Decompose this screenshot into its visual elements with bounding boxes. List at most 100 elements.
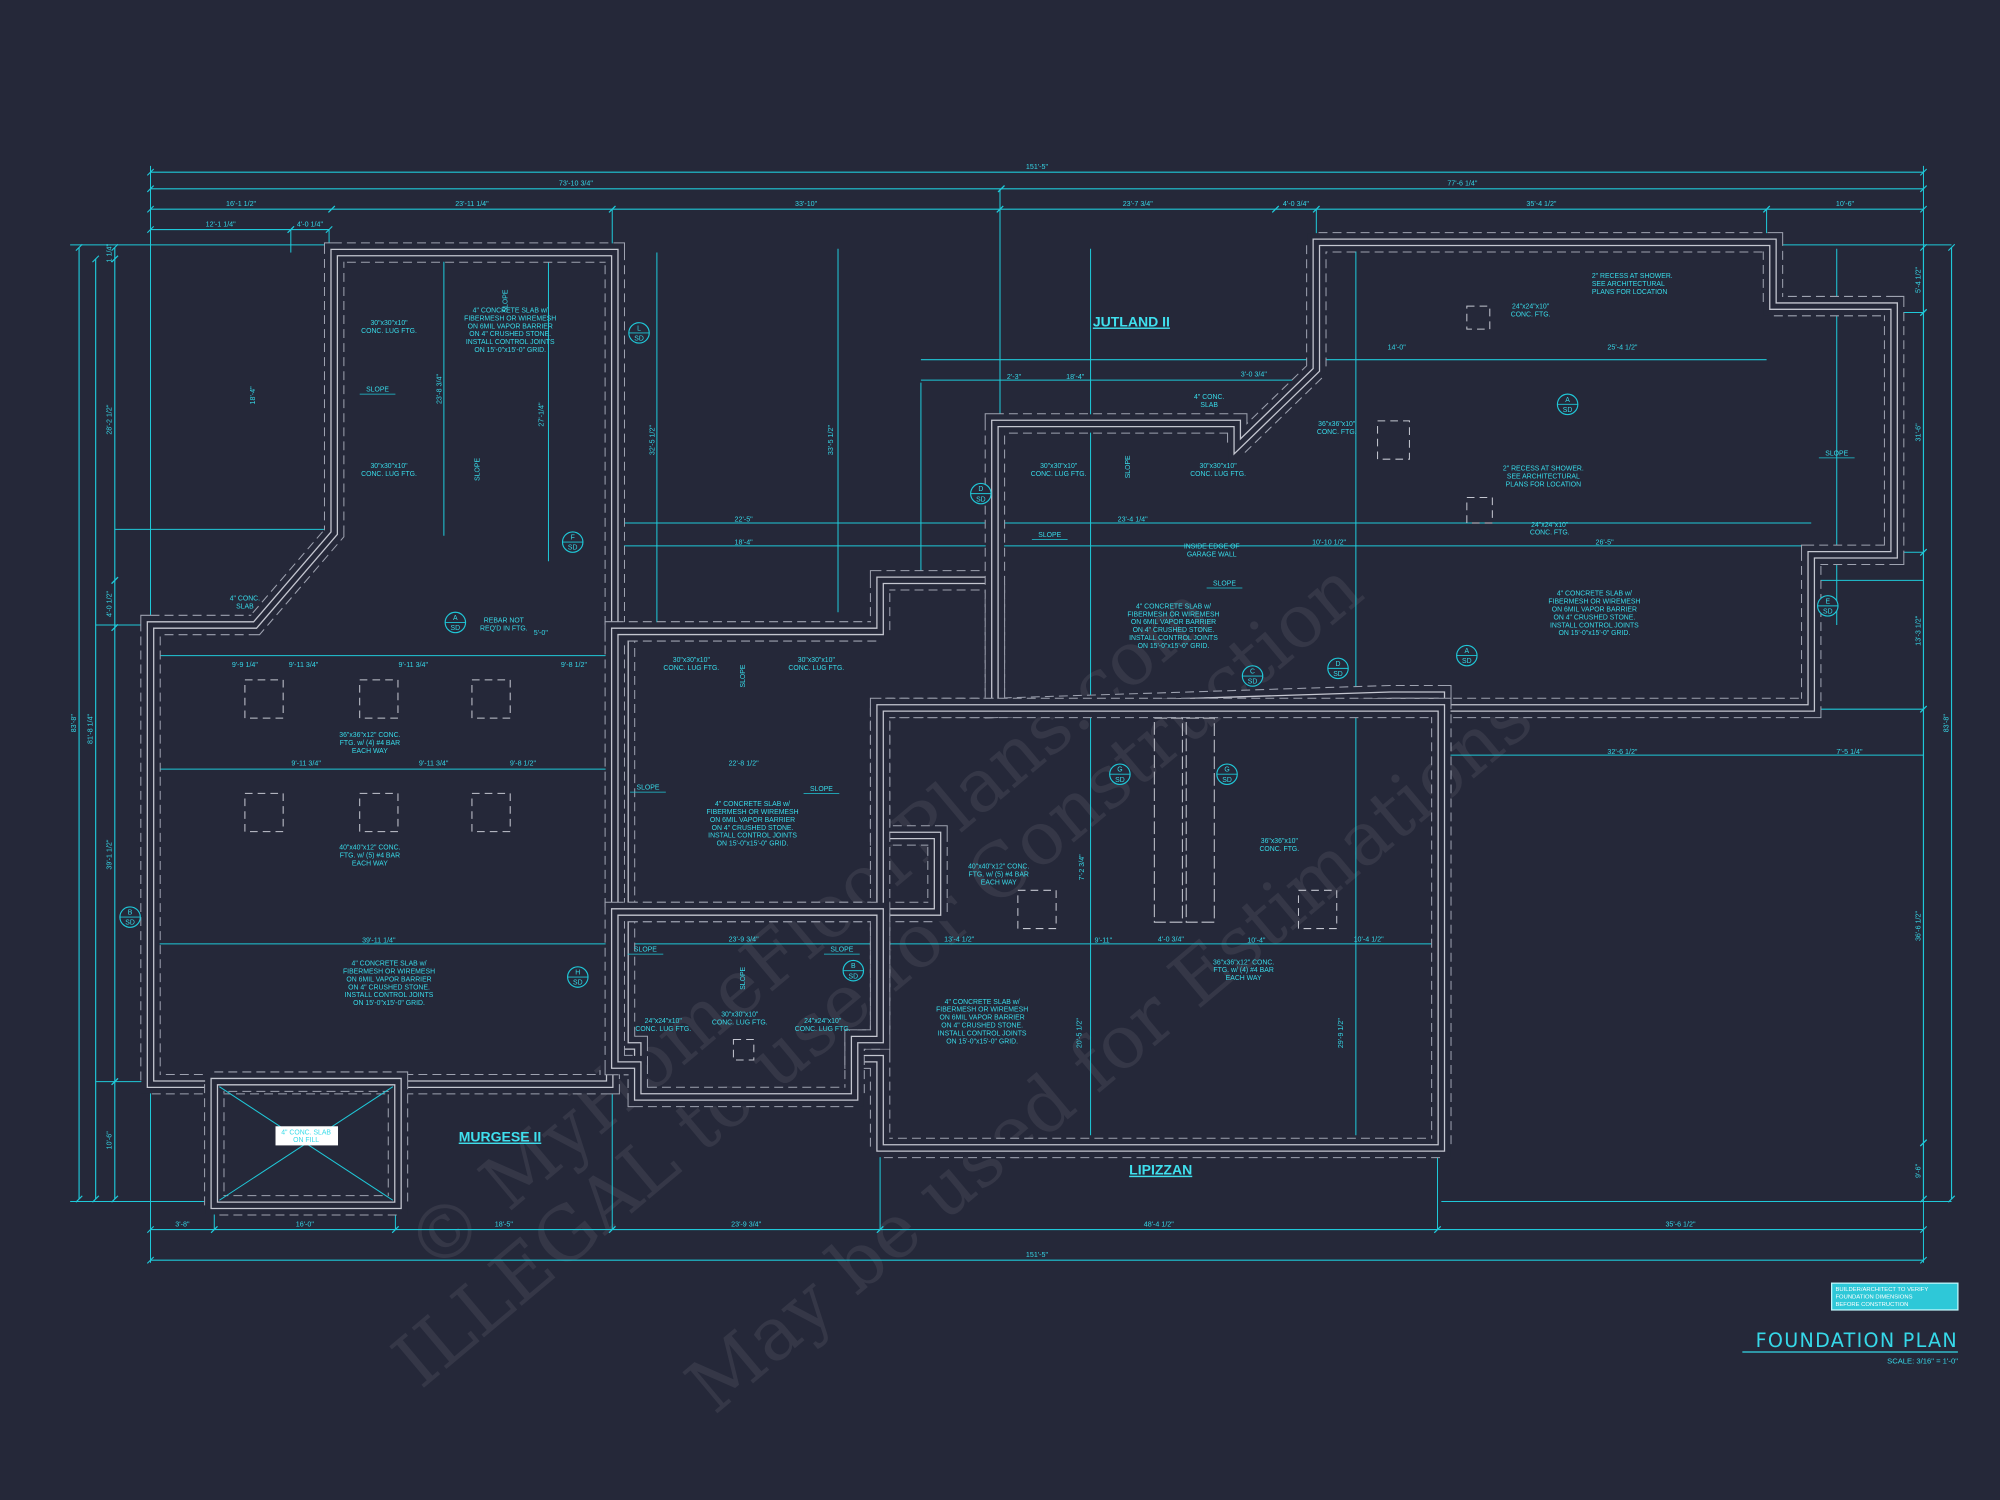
section-marker-letter: H bbox=[575, 969, 580, 976]
interior-dimension-label: 25'-4 1/2" bbox=[1607, 343, 1638, 351]
interior-dimension-label: 18'-4" bbox=[1066, 373, 1085, 381]
note-line: INSTALL CONTROL JOINTS bbox=[708, 833, 797, 840]
dimension-tick bbox=[1919, 1139, 1928, 1147]
note-line: FTG. w/ (5) #4 BAR bbox=[340, 852, 400, 859]
note: 4" CONCRETE SLAB w/FIBERMESH OR WIREMESH… bbox=[936, 999, 1028, 1046]
slope-label: SLOPE bbox=[636, 785, 659, 792]
section-marker-letter: L bbox=[637, 325, 641, 332]
note-line: ON 15'-0"x15'-0" GRID. bbox=[353, 1000, 425, 1007]
note-line: CONC. LUG FTG. bbox=[361, 471, 417, 478]
column-footing bbox=[471, 792, 511, 833]
note-line: FTG. w/ (4) #4 BAR bbox=[1213, 967, 1273, 974]
note: 30"x30"x10"CONC. LUG FTG. bbox=[1190, 463, 1246, 478]
note-line: 36"x36"x10" bbox=[1261, 838, 1299, 845]
section-marker-letter: C bbox=[1250, 668, 1255, 675]
dimension-tick bbox=[608, 205, 616, 213]
note-line: EACH WAY bbox=[1226, 975, 1262, 982]
dimension-label: 16'-0" bbox=[296, 1220, 315, 1228]
interior-dimension-label: 22'-5" bbox=[735, 516, 754, 524]
note-line: FTG. w/ (5) #4 BAR bbox=[969, 872, 1029, 879]
dimension-tick bbox=[996, 205, 1004, 213]
interior-dimension-label: 4'-0 3/4" bbox=[1158, 935, 1185, 943]
dimension-tick bbox=[1919, 243, 1928, 252]
note-line: EACH WAY bbox=[981, 879, 1017, 886]
note-line: REQ'D IN FTG. bbox=[480, 625, 528, 632]
note-line: CONC. LUG FTG. bbox=[712, 1019, 768, 1026]
dimension-tick bbox=[1919, 168, 1928, 176]
dimension-tick bbox=[1762, 205, 1771, 213]
note: 30"x30"x10"CONC. LUG FTG. bbox=[361, 463, 417, 478]
dimension-tick bbox=[1919, 1256, 1928, 1264]
note-line: FIBERMESH OR WIREMESH bbox=[936, 1007, 1028, 1014]
dimension-tick bbox=[997, 185, 1005, 193]
dimension-tick bbox=[146, 205, 155, 213]
note-line: ON 15'-0"x15'-0" GRID. bbox=[1559, 630, 1631, 637]
section-marker-letter: B bbox=[128, 910, 133, 917]
note-line: CONC. LUG FTG. bbox=[361, 328, 417, 335]
interior-dimension-label: 9'-11 3/4" bbox=[291, 759, 321, 767]
note-line: CONC. LUG FTG. bbox=[1190, 471, 1246, 478]
verify-note-line-3: BEFORE CONSTRUCTION bbox=[1835, 1302, 1908, 1308]
slope-label: SLOPE bbox=[830, 947, 853, 954]
column-footing bbox=[244, 792, 284, 833]
note-line: SLAB bbox=[1200, 402, 1218, 409]
interior-dimension-label: 10'-4" bbox=[1247, 937, 1266, 945]
interior-dimension-label: 3'-0 3/4" bbox=[1241, 370, 1268, 378]
note-line: 4" CONCRETE SLAB w/ bbox=[715, 801, 790, 808]
dimension-tick bbox=[111, 243, 119, 252]
dimension-label: 4'-0 1/4" bbox=[297, 220, 324, 228]
room-label-murgese: MURGESE II bbox=[459, 1129, 542, 1145]
dimension-label: 23'-7 3/4" bbox=[1123, 200, 1154, 208]
note-line: 24"x24"x10" bbox=[1512, 304, 1550, 311]
note-line: INSTALL CONTROL JOINTS bbox=[1550, 622, 1639, 629]
dimension-tick bbox=[146, 168, 155, 176]
note: 40"x40"x12" CONC.FTG. w/ (5) #4 BAREACH … bbox=[968, 864, 1029, 887]
dimension-tick bbox=[92, 255, 100, 263]
dimension-tick bbox=[876, 1225, 884, 1234]
section-marker: H SD bbox=[567, 966, 589, 988]
note-line: 4" CONC. bbox=[1194, 394, 1224, 401]
note: 4" CONCRETE SLAB w/FIBERMESH OR WIREMESH… bbox=[343, 961, 435, 1008]
dimension-tick bbox=[1919, 1225, 1928, 1234]
note-line: CONC. LUG FTG. bbox=[635, 1026, 691, 1033]
note-line: 30"x30"x10" bbox=[798, 657, 836, 664]
slope-label: SLOPE bbox=[740, 966, 747, 989]
fill-note-line-2: ON FILL bbox=[293, 1137, 319, 1144]
dimension-label: 16'-1 1/2" bbox=[226, 200, 257, 208]
slab-on-fill-box bbox=[275, 1126, 339, 1146]
column-footing bbox=[471, 679, 511, 719]
note-line: SEE ARCHITECTURAL bbox=[1507, 474, 1580, 481]
column-footing bbox=[1297, 889, 1338, 930]
note: 24"x24"x10"CONC. LUG FTG. bbox=[635, 1018, 691, 1033]
note: 36"x36"x12" CONC.FTG. w/ (4) #4 BAREACH … bbox=[339, 732, 400, 755]
interior-dimension-label: 26'-5" bbox=[1596, 539, 1615, 547]
note-line: ON 6MIL VAPOR BARRIER bbox=[710, 817, 795, 824]
slab-on-fill-note: 4" CONC. SLAB ON FILL bbox=[275, 1126, 339, 1146]
note-line: ON 4" CRUSHED STONE. bbox=[469, 331, 551, 338]
dimension-tick bbox=[1919, 185, 1928, 193]
slope-label: SLOPE bbox=[1825, 450, 1848, 457]
dimension-tick bbox=[1312, 205, 1320, 213]
dimension-label: 35'-6 1/2" bbox=[1665, 1220, 1696, 1228]
note-line: FIBERMESH OR WIREMESH bbox=[1127, 611, 1219, 618]
note-line: PLANS FOR LOCATION bbox=[1592, 289, 1668, 296]
note-line: FTG. w/ (4) #4 BAR bbox=[340, 740, 400, 747]
note-line: ON 6MIL VAPOR BARRIER bbox=[468, 323, 553, 330]
section-marker-sheet: SD bbox=[1222, 777, 1232, 784]
interior-dimension-label: 18'-4" bbox=[735, 539, 754, 547]
section-marker-sheet: SD bbox=[451, 625, 461, 632]
note: 40"x40"x12" CONC.FTG. w/ (5) #4 BAREACH … bbox=[339, 844, 400, 867]
note: 4" CONC.SLAB bbox=[1194, 394, 1224, 409]
section-marker-sheet: SD bbox=[573, 980, 583, 987]
dimension-label: 28'-2 1/2" bbox=[106, 404, 114, 435]
column-footing bbox=[1377, 420, 1410, 460]
note-line: 30"x30"x10" bbox=[1200, 463, 1238, 470]
interior-dimension-label: 23'-8 3/4" bbox=[435, 374, 443, 405]
section-marker: DSD bbox=[970, 482, 992, 505]
dimension-label: 35'-4 1/2" bbox=[1526, 200, 1557, 208]
note-line: FIBERMESH OR WIREMESH bbox=[343, 968, 435, 975]
note-line: 4" CONCRETE SLAB w/ bbox=[473, 307, 548, 314]
section-marker-letter: G bbox=[1117, 767, 1122, 774]
